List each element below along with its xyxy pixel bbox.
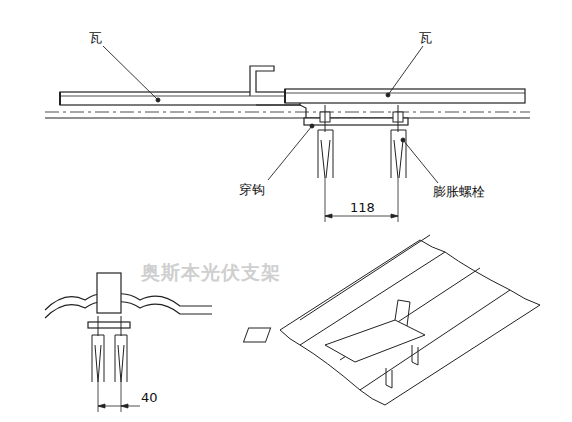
part-name: 瓦 [88,30,103,45]
part-name: 瓦 [418,30,433,45]
part-name: 膨胀螺栓 [432,184,486,199]
dimension: 40 [140,390,159,405]
watermark: 奥斯本光伏支架 [140,262,282,283]
part-name: 穿钩 [238,182,266,197]
dimension: 118 [349,200,376,215]
